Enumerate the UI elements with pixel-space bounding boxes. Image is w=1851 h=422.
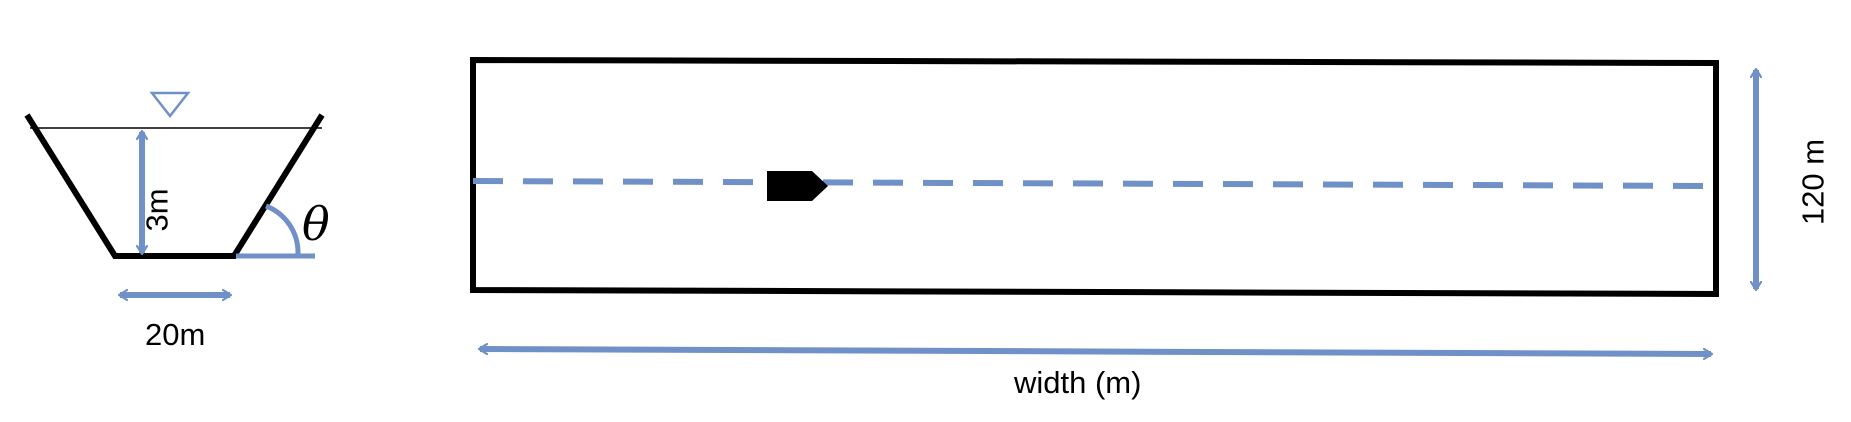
channel-plan-view xyxy=(470,56,1756,354)
bottom-width-label: 20m xyxy=(145,317,206,352)
channel-outline xyxy=(24,113,325,259)
channel-centerline xyxy=(472,178,1707,189)
angle-symbol: θ xyxy=(302,197,330,251)
water-level-icon xyxy=(149,91,191,119)
channel-plan-outline xyxy=(470,56,1719,298)
width-label: width (m) xyxy=(1014,365,1142,400)
boat-icon xyxy=(767,171,828,201)
width-dimension-arrow xyxy=(480,349,1711,354)
height-label: 120 m xyxy=(1795,138,1831,226)
angle-arc xyxy=(265,203,301,255)
depth-label: 3m xyxy=(139,188,175,232)
channel-cross-section xyxy=(24,91,325,295)
